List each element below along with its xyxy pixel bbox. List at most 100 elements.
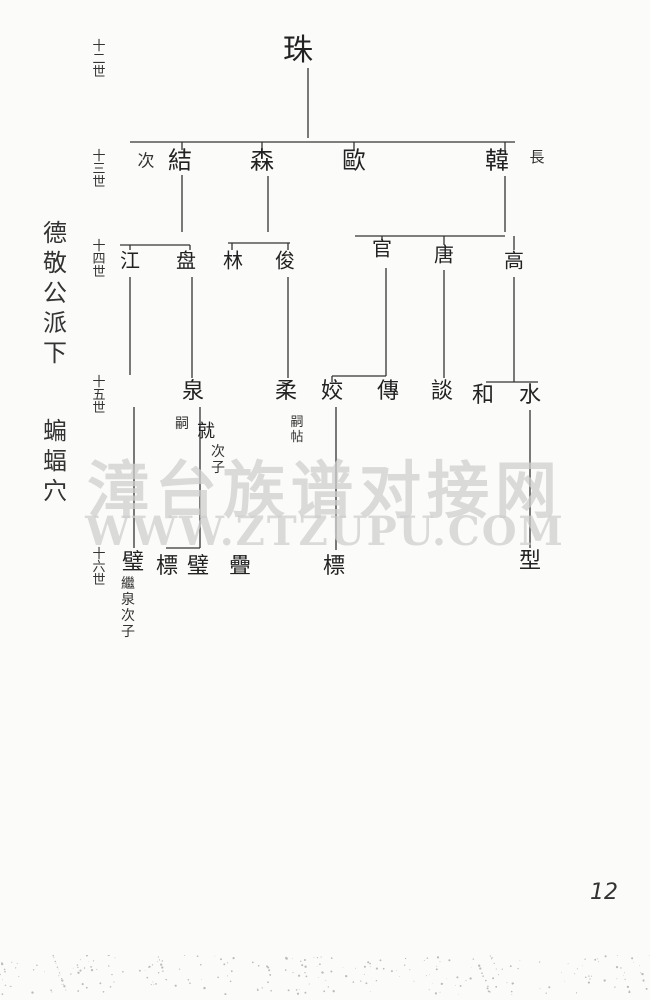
noise-dot [548, 986, 551, 989]
noise-dot [429, 974, 430, 976]
noise-dot [620, 967, 622, 969]
noise-dot [509, 965, 512, 968]
noise-dot [107, 955, 110, 957]
noise-dot [257, 988, 258, 989]
noise-dot [485, 979, 487, 982]
noise-dot [36, 964, 38, 967]
noise-dot [224, 993, 227, 995]
tree-names: 珠結次森歐韓長江盘林俊官唐高泉嗣就次子柔嗣帖姣傳談和水璧繼泉次子標璧疊標型 [120, 33, 545, 640]
noise-dot [174, 984, 177, 987]
noise-dot [432, 982, 434, 984]
person-name-jiang: 江 [120, 249, 140, 273]
noise-dot [16, 962, 18, 965]
noise-dot [539, 988, 541, 990]
noise-dot [2, 979, 3, 981]
noise-dot [267, 981, 269, 984]
person-name-bi2: 璧 [187, 554, 209, 579]
noise-dot [588, 975, 590, 977]
noise-dot [330, 970, 333, 973]
generation-label-13: 十三世 [92, 149, 106, 190]
noise-dot [436, 956, 440, 959]
noise-dot [497, 974, 499, 976]
noise-dot [152, 981, 154, 983]
noise-dot [320, 956, 322, 958]
person-name-gao: 高 [504, 249, 524, 273]
noise-dot [63, 985, 66, 988]
noise-dot [458, 993, 460, 995]
noise-dot [220, 958, 222, 961]
noise-dot [330, 957, 333, 959]
noise-dot [92, 960, 95, 962]
noise-dot [390, 970, 393, 973]
noise-dot [352, 981, 355, 983]
noise-dot [292, 958, 294, 959]
noise-dot [492, 977, 495, 980]
person-name-sen: 森 [250, 147, 274, 175]
noise-dot [18, 975, 20, 978]
person-name-biao2: 標 [323, 554, 345, 579]
noise-dot [90, 968, 94, 972]
noise-dot [369, 962, 371, 965]
side-note-branch: 德敬公派下 [43, 219, 67, 367]
noise-dot [323, 990, 326, 993]
noise-dot [304, 965, 307, 968]
noise-dot [643, 980, 645, 982]
noise-dot [439, 991, 441, 993]
noise-dot [428, 989, 430, 991]
person-name-zhu: 珠 [283, 33, 313, 68]
noise-dot [365, 982, 368, 985]
person-name-jiao: 姣 [321, 379, 343, 404]
noise-dot [624, 978, 626, 980]
noise-dot [267, 966, 270, 969]
noise-dot [614, 986, 616, 988]
noise-dot [229, 980, 232, 983]
noise-dot [61, 979, 64, 982]
scan-noise [0, 955, 650, 995]
person-name-tan: 談 [431, 379, 453, 404]
noise-dot [313, 957, 315, 959]
noise-dot [403, 964, 406, 966]
person-note-quan: 嗣 [175, 416, 189, 432]
noise-dot [55, 962, 57, 964]
noise-dot [325, 979, 327, 981]
noise-dot [367, 961, 370, 964]
noise-dot [298, 974, 301, 977]
noise-dot [469, 977, 472, 980]
noise-dot [83, 967, 86, 969]
noise-dot [633, 961, 634, 963]
noise-dot [287, 989, 290, 992]
noise-dot [445, 978, 447, 980]
noise-dot [493, 962, 495, 965]
side-note-burial: 蝙蝠穴 [43, 417, 67, 505]
noise-dot [511, 982, 514, 985]
noise-dot [53, 957, 55, 959]
noise-dot [308, 983, 310, 985]
noise-dot [214, 955, 216, 957]
person-name-jiu: 就 [197, 421, 215, 442]
noise-dot [455, 985, 456, 986]
noise-dot [318, 977, 320, 978]
noise-dot [574, 973, 576, 975]
noise-dot [3, 968, 6, 971]
noise-dot [382, 967, 385, 970]
noise-dot [596, 958, 598, 960]
noise-dot [434, 992, 437, 995]
noise-dot [616, 955, 619, 956]
noise-dot [52, 955, 54, 957]
noise-dot [251, 961, 254, 964]
noise-dot [285, 956, 288, 960]
noise-dot [396, 970, 397, 971]
noise-dot [409, 969, 411, 971]
noise-dot [495, 968, 497, 970]
noise-dot [158, 959, 161, 961]
noise-dot [292, 972, 294, 974]
generation-label-12: 十二世 [92, 39, 106, 80]
noise-dot [58, 975, 60, 977]
noise-dot [196, 955, 199, 958]
noise-dot [582, 965, 583, 966]
person-note-qian: 嗣帖 [290, 415, 303, 445]
noise-dot [478, 964, 481, 967]
noise-dot [108, 965, 110, 967]
noise-dot [113, 981, 115, 983]
